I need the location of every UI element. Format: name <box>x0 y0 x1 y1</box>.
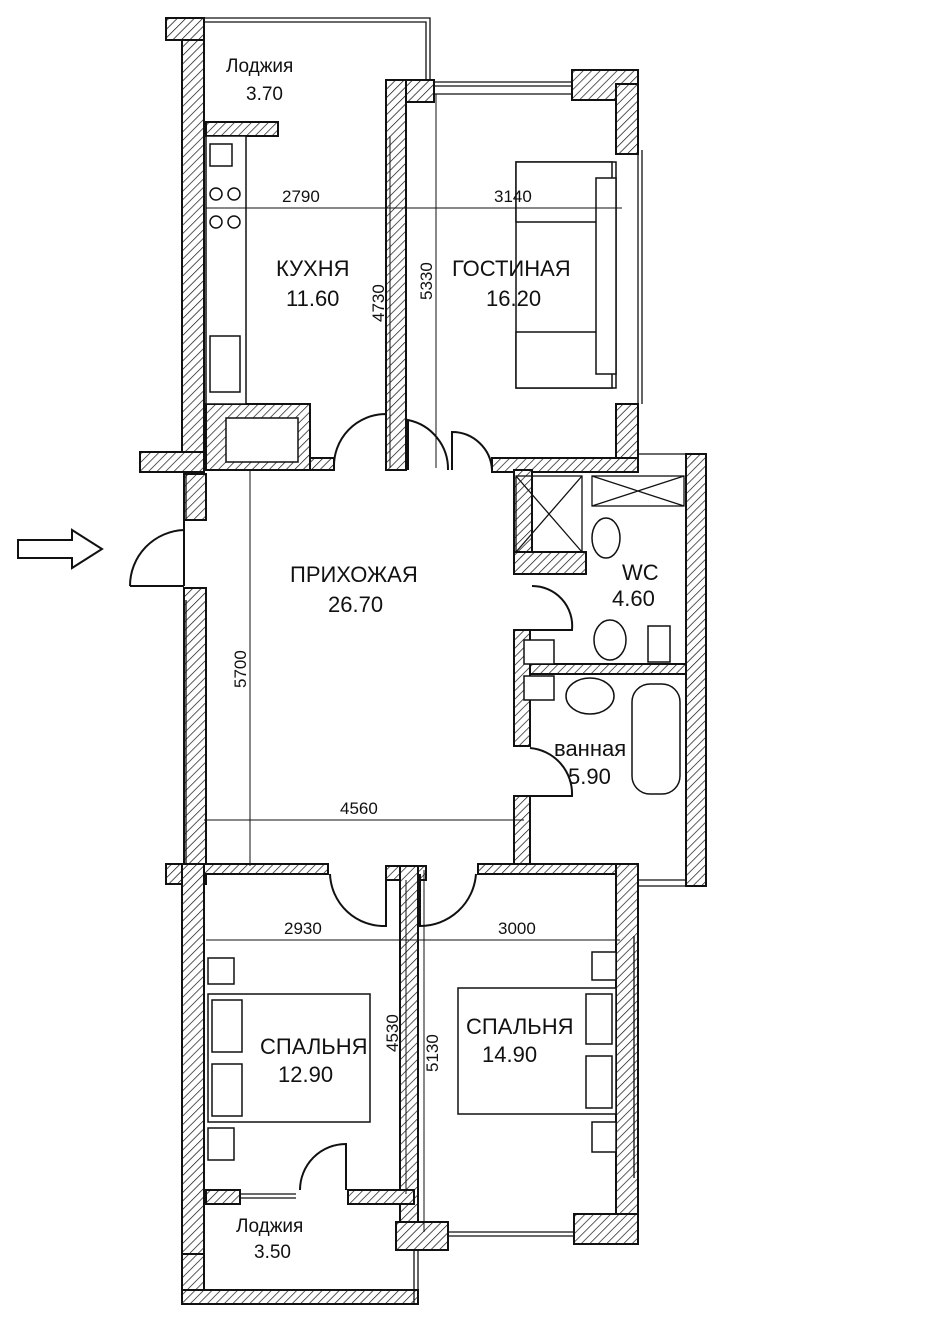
wall-bedroom-top-right <box>477 863 639 875</box>
bath-door <box>529 747 574 797</box>
wall-wc-shaft-bottom <box>513 551 587 575</box>
stove-burner-icon <box>227 187 241 201</box>
hall-name: ПРИХОЖАЯ <box>290 562 418 587</box>
bath-washbasin <box>565 677 615 715</box>
furniture <box>205 135 685 1161</box>
bedroom-left-area: 12.90 <box>278 1062 333 1087</box>
dim-hall-width: 4560 <box>340 799 378 818</box>
loggia-top-area: 3.70 <box>246 84 283 105</box>
dim-bedroom-right-width: 3000 <box>498 919 536 938</box>
fridge <box>225 417 299 463</box>
pillow <box>585 1055 613 1109</box>
dimension-lines <box>204 94 622 1232</box>
loggia-top-name: Лоджия <box>226 56 293 77</box>
wall-hall-left-lower <box>183 587 207 865</box>
living-area: 16.20 <box>486 286 541 311</box>
doors <box>129 412 574 1191</box>
wall-wc-right <box>685 453 707 887</box>
wall-loggia-bottom-bottom <box>181 1289 419 1305</box>
wall-partition-vertical <box>385 79 407 471</box>
wc-area: 4.60 <box>612 586 655 611</box>
bedroom-right-door <box>419 873 477 928</box>
wc-cabinet <box>523 639 555 665</box>
walls <box>139 17 707 1305</box>
sofa-back <box>595 177 617 375</box>
dim-hall-depth: 5700 <box>231 650 250 688</box>
wc-utility-shaft <box>591 475 685 507</box>
wall-loggia-bottom-right <box>395 1221 449 1251</box>
wall-bedroom-bottom-mid <box>347 1189 415 1205</box>
bedroom-right-area: 14.90 <box>482 1042 537 1067</box>
pillow <box>211 1063 243 1117</box>
living-name: ГОСТИНАЯ <box>452 256 571 281</box>
bath-cabinet <box>523 675 555 701</box>
wall-bedroom-left <box>181 863 205 1255</box>
hall-area: 26.70 <box>328 592 383 617</box>
nightstand <box>207 1127 235 1161</box>
wall-bedroom-bottom-right <box>573 1213 639 1245</box>
loggia-bottom-name: Лоджия <box>236 1216 303 1237</box>
wall-living-right <box>615 83 639 155</box>
wc-shower-shaft <box>515 475 583 553</box>
loggia-bottom-area: 3.50 <box>254 1242 291 1263</box>
toilet-tank <box>647 625 671 663</box>
bedroom-right-name: СПАЛЬНЯ <box>466 1014 574 1039</box>
dim-kitchen-depth: 4730 <box>369 284 388 322</box>
stove-burner-icon <box>227 215 241 229</box>
nightstand <box>207 957 235 985</box>
nightstand <box>591 1121 617 1153</box>
window-frames <box>185 17 706 1304</box>
kitchen-door <box>332 412 387 469</box>
wall-bedroom-right <box>615 863 639 1235</box>
dim-kitchen-width: 2790 <box>282 187 320 206</box>
wall-bedroom-divider-vertical <box>399 865 419 1237</box>
room-labels: Лоджия 3.70 КУХНЯ 11.60 ГОСТИНАЯ 16.20 П… <box>226 56 659 1263</box>
bath-name: ванная <box>554 736 626 761</box>
dim-bedroom-left-width: 2930 <box>284 919 322 938</box>
arrow-right-icon <box>17 528 104 570</box>
kitchen-sink <box>209 335 241 393</box>
dimension-labels: 2790 3140 4730 5330 5700 4560 2930 3000 … <box>231 187 536 1072</box>
stove-burner-icon <box>209 215 223 229</box>
bath-area: 5.90 <box>568 764 611 789</box>
toilet <box>593 619 627 661</box>
wall-kitchen-bottom-stub <box>309 457 335 471</box>
pillow <box>585 993 613 1045</box>
wall-kitchen-left <box>181 39 205 471</box>
living-door <box>407 418 493 471</box>
pillow <box>211 999 243 1053</box>
bathtub <box>631 683 681 795</box>
kitchen-name: КУХНЯ <box>276 256 350 281</box>
wall-loggia-top-left <box>165 17 205 41</box>
wall-wc-bath-divider <box>529 663 687 675</box>
dim-living-width: 3140 <box>494 187 532 206</box>
dim-bedroom-right-depth: 5130 <box>423 1034 442 1072</box>
kitchen-sink-small <box>209 143 233 167</box>
wall-kitchen-bottom-left <box>139 451 205 473</box>
dim-living-depth: 5330 <box>417 262 436 300</box>
wall-hall-left-upper <box>183 473 207 521</box>
bedroom-left-door <box>329 873 387 928</box>
loggia-bottom-door <box>299 1142 347 1191</box>
kitchen-area: 11.60 <box>286 286 339 311</box>
dim-bedroom-left-depth: 4530 <box>383 1014 402 1052</box>
stove-burner-icon <box>209 187 223 201</box>
wc-door <box>530 584 574 631</box>
wall-bath-left-low <box>513 795 531 867</box>
wc-name: WC <box>622 560 659 585</box>
wall-bedroom-top-mid <box>203 863 329 875</box>
entrance-door <box>129 520 185 587</box>
wall-kitchen-counter-top <box>205 121 279 137</box>
bedroom-left-name: СПАЛЬНЯ <box>260 1034 368 1059</box>
nightstand <box>591 951 617 981</box>
wall-bedroom-bottom-left <box>205 1189 241 1205</box>
wc-washbasin <box>591 517 621 559</box>
